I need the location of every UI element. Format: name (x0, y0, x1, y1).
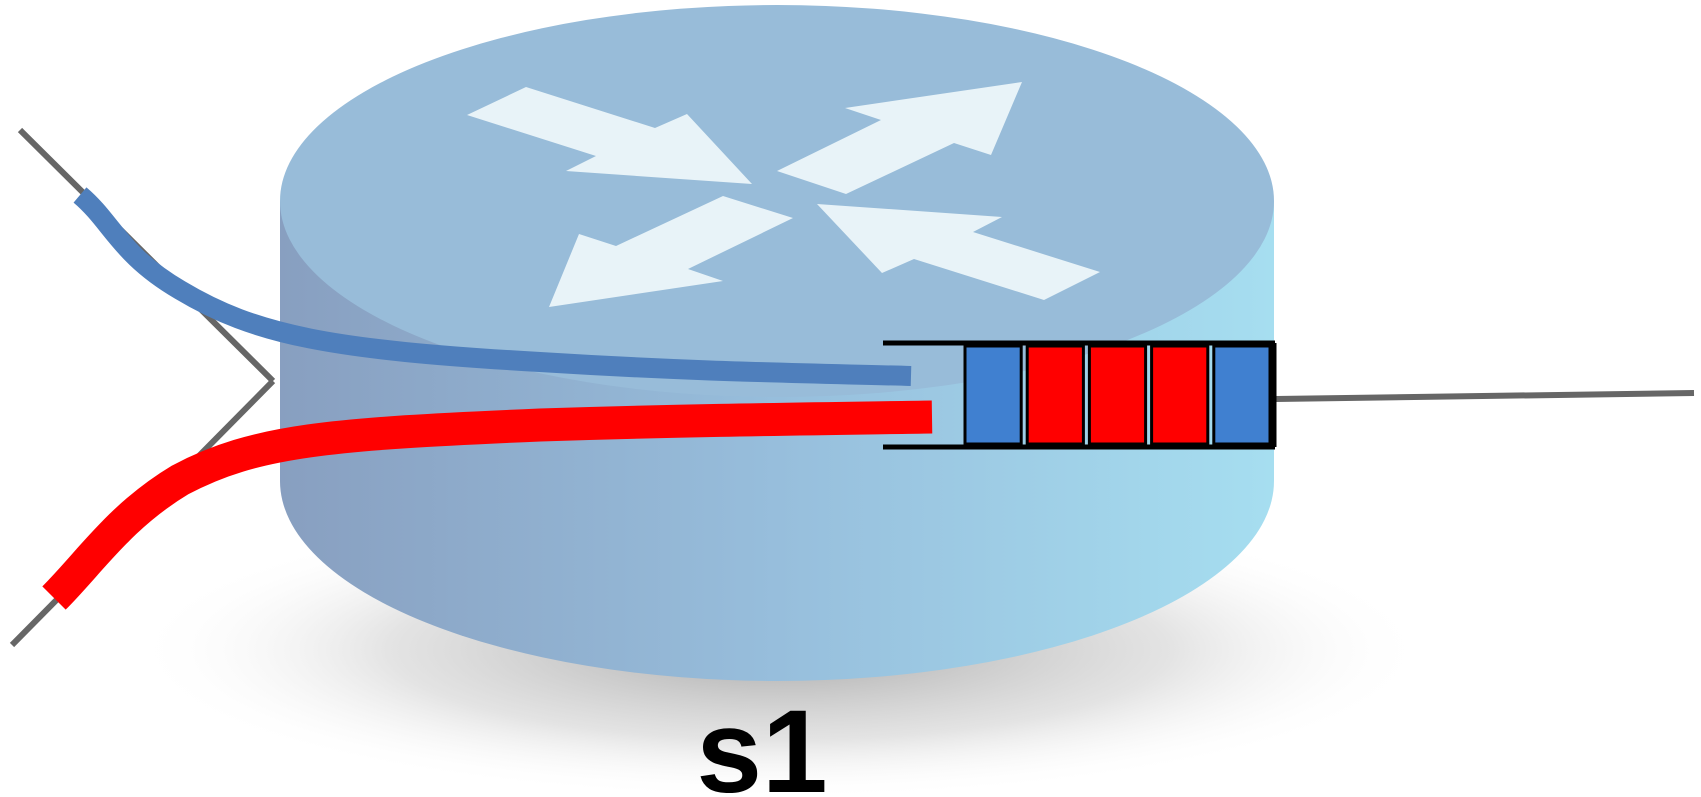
switch-router[interactable] (280, 5, 1274, 681)
switch-top (280, 5, 1274, 397)
flow-red (42, 400, 933, 610)
queue-packet-red (1025, 344, 1085, 446)
flows (42, 187, 933, 610)
queue-packet-red (1150, 344, 1210, 446)
queue-packet-blue (1212, 344, 1272, 446)
output-queue (883, 340, 1277, 450)
flow-blue (73, 187, 912, 386)
queue-packet-red (1087, 344, 1148, 446)
switch-label: s1 (696, 686, 827, 797)
link-output (1275, 390, 1695, 402)
router-arrows-icon (467, 82, 1100, 307)
queue-packet-blue (963, 344, 1023, 446)
